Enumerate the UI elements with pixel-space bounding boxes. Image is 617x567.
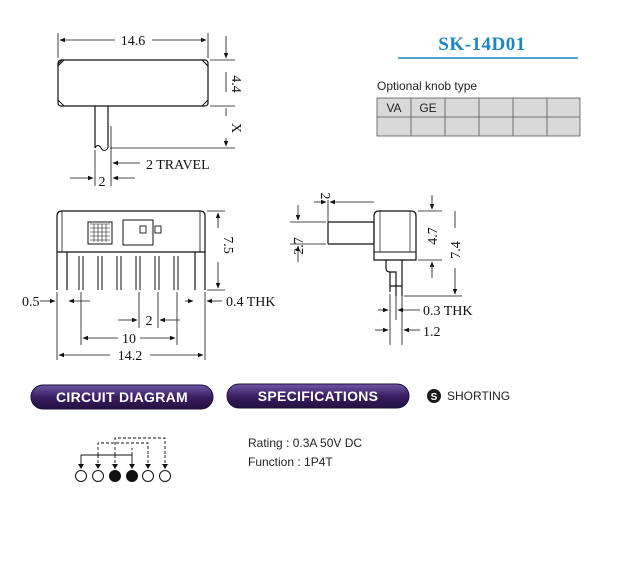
dim-total-h-7-4: 7.4 <box>449 241 464 259</box>
circuit-terminals <box>75 470 171 482</box>
knob-type-table: VA GE <box>376 97 581 137</box>
dim-knob-h-2-7: 2.7 <box>292 237 307 255</box>
circuit-diagram-header: CIRCUIT DIAGRAM <box>30 384 214 410</box>
specifications-header: SPECIFICATIONS <box>226 383 410 409</box>
spec-rating: Rating : 0.3A 50V DC <box>248 436 362 450</box>
knob-type-va: VA <box>386 101 401 115</box>
terminal-6 <box>159 470 171 482</box>
dim-body-h-4-7: 4.7 <box>426 227 441 245</box>
shorting-label: SHORTING <box>447 389 510 403</box>
shorting-legend: S SHORTING <box>427 389 510 403</box>
dim-pitch-2: 2 <box>146 314 153 329</box>
dim-pin-0-5: 0.5 <box>22 295 40 310</box>
shorting-icon-letter: S <box>431 392 438 403</box>
dim-lead-1-2: 1.2 <box>423 325 441 340</box>
front-view <box>40 210 225 360</box>
dim-height-7-5: 7.5 <box>220 236 235 254</box>
terminal-4 <box>126 470 138 482</box>
dim-total-14-2: 14.2 <box>118 349 143 364</box>
shorting-icon <box>427 389 441 403</box>
specifications-label: SPECIFICATIONS <box>258 388 379 404</box>
terminal-5 <box>142 470 154 482</box>
dim-width-14-6: 14.6 <box>121 34 146 49</box>
knob-type-ge: GE <box>419 101 436 115</box>
dim-x: X <box>228 123 243 133</box>
top-view <box>57 33 235 186</box>
dim-travel: 2 TRAVEL <box>146 158 210 173</box>
dim-span-10: 10 <box>122 332 136 347</box>
dim-height-4-4: 4.4 <box>228 75 243 93</box>
side-view <box>290 195 462 345</box>
spec-function: Function : 1P4T <box>248 455 333 469</box>
dim-thk-0-3: 0.3 THK <box>423 304 473 319</box>
terminal-1 <box>75 470 87 482</box>
dim-travel-gap: 2 <box>99 175 106 190</box>
terminal-2 <box>92 470 104 482</box>
terminal-3 <box>109 470 121 482</box>
dim-knob-len-2: 2 <box>317 193 332 200</box>
circuit-diagram <box>78 437 168 469</box>
part-number-title: SK-14D01 <box>438 34 525 55</box>
dim-thk-0-4: 0.4 THK <box>226 295 276 310</box>
knob-table-heading: Optional knob type <box>377 79 477 93</box>
circuit-diagram-label: CIRCUIT DIAGRAM <box>56 389 188 405</box>
